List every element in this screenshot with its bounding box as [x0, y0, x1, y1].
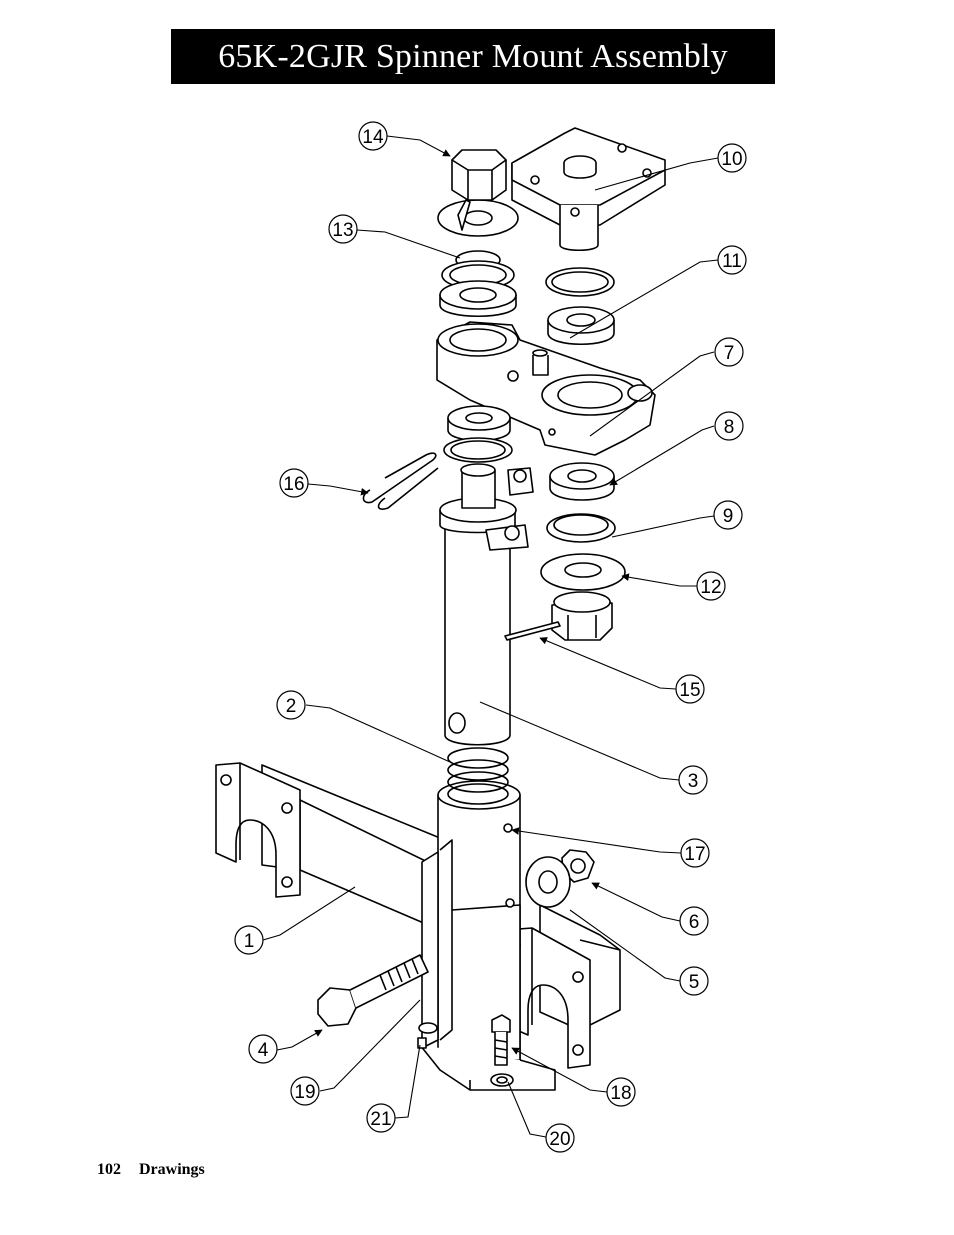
callout-4: 4 — [248, 1034, 278, 1064]
section-name: Drawings — [139, 1161, 205, 1178]
part-1-frame — [215, 762, 621, 1069]
leader-4 — [276, 1029, 323, 1051]
callout-16: 16 — [279, 468, 309, 498]
part-20-nut — [490, 1073, 514, 1087]
svg-text:5: 5 — [689, 972, 700, 993]
callout-21: 21 — [366, 1103, 396, 1133]
callout-19: 19 — [290, 1076, 320, 1106]
part-lower-castle-nut — [504, 591, 613, 641]
leader-18 — [511, 1047, 608, 1093]
leader-11 — [569, 259, 719, 339]
callout-20: 20 — [545, 1123, 575, 1153]
svg-text:7: 7 — [724, 343, 735, 364]
callout-bubbles: 14 13 10 11 7 8 16 9 12 15 2 3 17 6 1 5 … — [234, 121, 747, 1153]
callout-8: 8 — [714, 411, 744, 441]
leader-lines — [262, 135, 719, 1138]
leader-10 — [594, 157, 719, 191]
callout-5: 5 — [679, 966, 709, 996]
callout-14: 14 — [358, 121, 388, 151]
part-13-bearing-set — [439, 250, 517, 317]
svg-text:16: 16 — [283, 474, 304, 495]
callout-1: 1 — [234, 925, 264, 955]
page-title-text: 65K-2GJR Spinner Mount Assembly — [218, 37, 728, 75]
svg-text:6: 6 — [689, 912, 700, 933]
svg-text:19: 19 — [294, 1082, 315, 1103]
page-footer: 102 Drawings — [97, 1161, 205, 1179]
callout-9: 9 — [713, 500, 743, 530]
svg-text:15: 15 — [679, 680, 700, 701]
leader-6 — [591, 882, 681, 922]
part-3-spindle — [439, 463, 534, 746]
leader-15 — [539, 637, 677, 690]
leader-9 — [611, 515, 715, 538]
leader-5 — [569, 909, 681, 982]
svg-text:21: 21 — [370, 1109, 391, 1130]
part-7-spinner-arm — [436, 321, 656, 456]
part-18-bolt — [491, 1014, 511, 1066]
part-12-washer — [540, 553, 626, 591]
leader-1 — [262, 886, 356, 941]
svg-text:11: 11 — [722, 251, 742, 272]
part-19-washer — [418, 1022, 438, 1034]
part-4-bolt — [317, 954, 429, 1027]
leader-20 — [507, 1081, 547, 1138]
leader-21 — [394, 1044, 421, 1119]
callout-6: 6 — [679, 906, 709, 936]
callout-11: 11 — [717, 245, 747, 275]
svg-text:1: 1 — [244, 931, 255, 952]
leader-7 — [589, 351, 715, 437]
part-16-hairpin-clip — [362, 452, 439, 510]
leader-14 — [386, 135, 451, 157]
svg-text:14: 14 — [362, 127, 384, 148]
svg-text:18: 18 — [610, 1083, 631, 1104]
svg-text:2: 2 — [286, 696, 297, 717]
leader-12 — [621, 573, 697, 587]
leader-19 — [319, 999, 421, 1092]
part-9-o-ring — [546, 513, 616, 543]
leader-13 — [356, 229, 461, 259]
part-2-spring — [447, 747, 509, 805]
svg-text:8: 8 — [724, 417, 735, 438]
part-lower-bearing — [443, 405, 513, 463]
part-11-bearing-set — [545, 267, 615, 346]
leader-16 — [307, 483, 369, 496]
callout-18: 18 — [606, 1077, 636, 1107]
leader-17 — [511, 827, 682, 854]
svg-text:9: 9 — [723, 506, 734, 527]
callout-15: 15 — [675, 674, 705, 704]
callout-12: 12 — [696, 571, 726, 601]
page-title: 65K-2GJR Spinner Mount Assembly — [171, 29, 775, 84]
svg-text:17: 17 — [684, 844, 705, 865]
svg-text:13: 13 — [332, 220, 353, 241]
callout-7: 7 — [714, 337, 744, 367]
part-8-bearing — [549, 462, 615, 501]
page-number: 102 — [97, 1161, 121, 1178]
callout-17: 17 — [680, 838, 710, 868]
callout-2: 2 — [276, 690, 306, 720]
part-5-washer — [525, 856, 571, 908]
leader-3 — [479, 701, 680, 781]
callout-10: 10 — [717, 143, 747, 173]
part-10-plate — [511, 127, 666, 252]
parts-drawing — [215, 127, 666, 1091]
svg-text:10: 10 — [721, 149, 742, 170]
leader-8 — [609, 425, 715, 486]
callout-3: 3 — [678, 765, 708, 795]
svg-text:20: 20 — [549, 1129, 570, 1150]
part-14-castle-nut — [437, 149, 519, 237]
callout-13: 13 — [328, 214, 358, 244]
leader-2 — [305, 704, 451, 763]
part-column-housing — [419, 780, 556, 1091]
svg-text:12: 12 — [700, 577, 721, 598]
svg-text:3: 3 — [688, 771, 699, 792]
svg-text:4: 4 — [258, 1040, 269, 1061]
